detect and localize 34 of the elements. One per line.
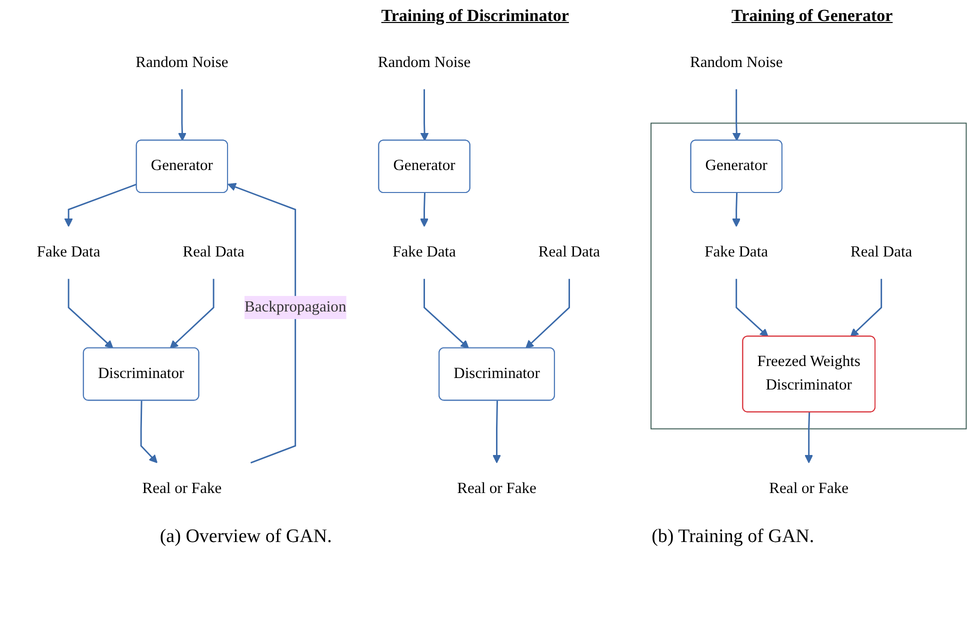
node-text: Real Data — [538, 244, 600, 260]
arrow — [525, 278, 570, 349]
node-text: Fake Data — [36, 244, 100, 260]
arrow — [492, 400, 502, 464]
figure-caption: (b) Training of GAN. — [652, 526, 814, 548]
figure-caption: (a) Overview of GAN. — [160, 526, 332, 548]
node-text: Real Data — [182, 244, 244, 260]
node-text: Random Noise — [690, 54, 783, 71]
arrow — [850, 278, 882, 338]
node-text: Real or Fake — [457, 480, 536, 497]
arrow — [732, 89, 741, 142]
panel-heading: Training of Discriminator — [381, 6, 569, 26]
arrow — [732, 193, 741, 227]
arrow — [178, 89, 186, 142]
arrow — [68, 278, 114, 349]
arrow — [804, 412, 814, 464]
node-text: Real or Fake — [142, 480, 222, 497]
edge-label: Backpropagaion — [244, 298, 346, 316]
arrow — [420, 89, 429, 142]
node-text: Random Noise — [136, 54, 228, 71]
arrow — [420, 193, 429, 227]
arrow — [140, 400, 158, 464]
node-text: Fake Data — [704, 244, 768, 260]
arrow — [64, 184, 138, 227]
node-text: Fake Data — [392, 244, 456, 260]
node-text: Real Data — [850, 244, 912, 260]
arrow — [424, 278, 470, 349]
arrow — [736, 278, 768, 338]
node-text: Random Noise — [378, 54, 471, 71]
arrow — [228, 182, 296, 464]
arrow — [170, 278, 214, 349]
panel-heading: Training of Generator — [732, 6, 893, 26]
node-text: Real or Fake — [769, 480, 849, 497]
cluster — [650, 122, 967, 430]
